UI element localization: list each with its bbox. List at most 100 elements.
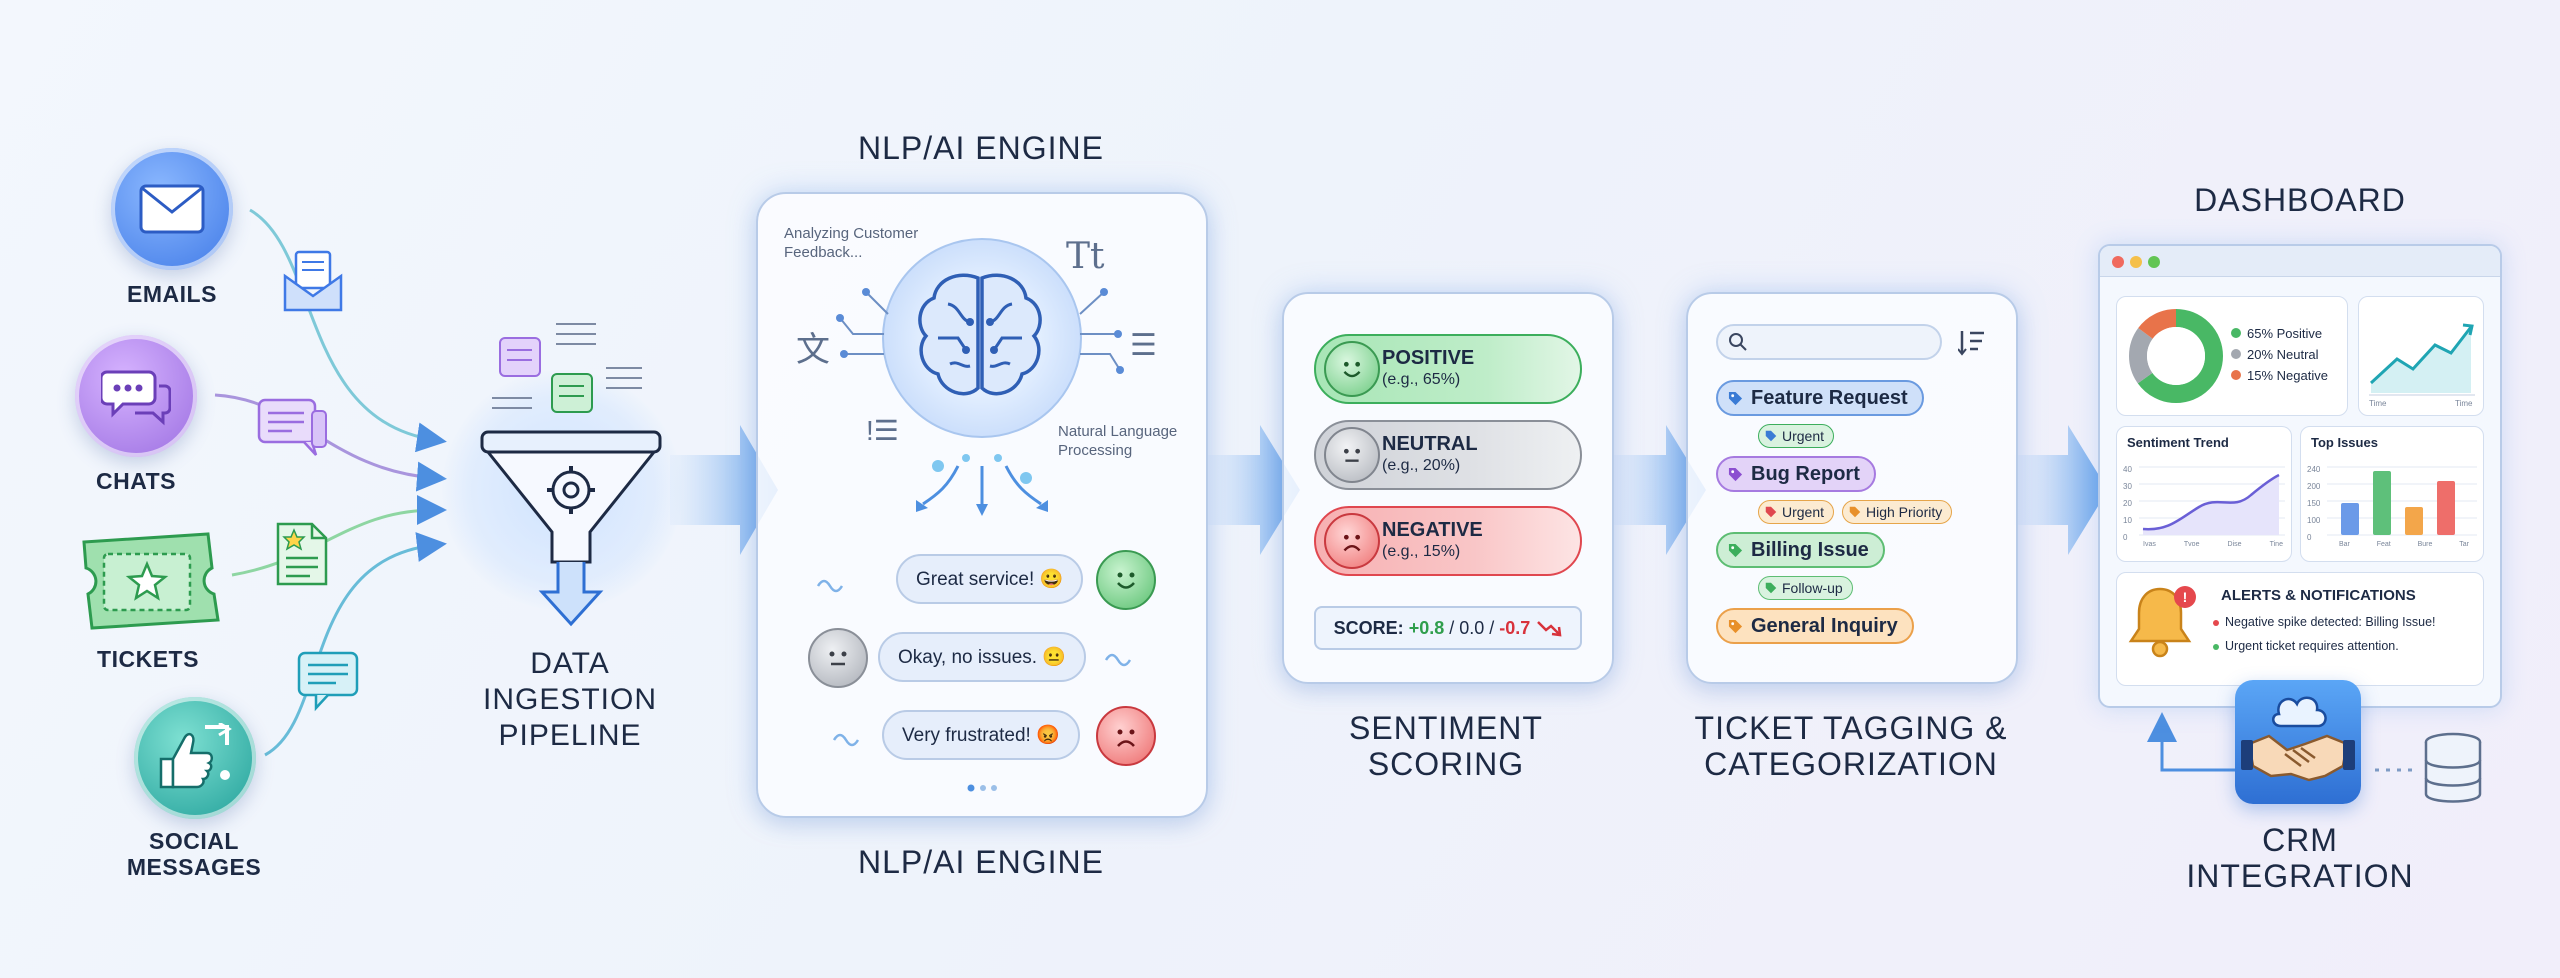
arrow-sentiment-to-tagging: [1612, 425, 1706, 555]
arrow-nlp-to-sentiment: [1208, 425, 1300, 555]
envelope-open-icon: [282, 248, 344, 319]
nlp-title-top: NLP/AI ENGINE: [858, 130, 1104, 166]
tickets-label: TICKETS: [97, 646, 199, 672]
neutral-label: NEUTRAL: [1382, 433, 1478, 455]
mini-line-chart: [2369, 323, 2475, 396]
bell-icon: !: [2127, 583, 2197, 668]
tag-icon: [1728, 619, 1743, 633]
line-axis-right: Time: [2455, 399, 2473, 408]
nlp-engine-panel: Analyzing Customer Feedback... Tt 文 ☰ !☰…: [756, 192, 1208, 818]
tag-icon: [1765, 430, 1777, 442]
tag-icon: [1765, 582, 1777, 594]
score-negative: -0.7: [1499, 617, 1531, 638]
tagging-panel: Feature Request Urgent Bug Report Urgent…: [1686, 292, 2018, 684]
message-bubble-positive: Great service! 😀: [896, 554, 1084, 604]
crm-line1: CRM: [2262, 822, 2338, 858]
ingestion-title: DATA INGESTION PIPELINE: [440, 646, 700, 754]
donut-slice-neutral: [2129, 309, 2223, 403]
social-messages-source-icon: [134, 697, 256, 819]
tag-bug-report[interactable]: Bug Report: [1716, 456, 1876, 492]
positive-face-icon: [1324, 341, 1380, 397]
subtag-follow-up[interactable]: Follow-up: [1758, 576, 1853, 600]
neutral-pill: NEUTRAL (e.g., 20%): [1314, 420, 1582, 490]
trend-line-chart: [2139, 466, 2285, 536]
dashboard-window: 65% Positive 20% Neutral 15% Negative Ti…: [2098, 244, 2502, 708]
analyzing-line1: Analyzing Customer: [784, 225, 919, 242]
alert-item-1: Negative spike detected: Billing Issue!: [2213, 615, 2436, 629]
issue-bar-2: [2373, 471, 2391, 535]
message-icon: [296, 650, 360, 717]
alerts-title: ALERTS & NOTIFICATIONS: [2221, 587, 2416, 604]
happy-face-icon: [1096, 550, 1156, 610]
search-icon: [1729, 333, 1747, 351]
tag-icon: [1765, 506, 1777, 518]
tag-search-input[interactable]: [1716, 324, 1942, 360]
chats-label: CHATS: [95, 468, 176, 494]
negative-detail: (e.g., 15%): [1382, 543, 1461, 560]
emails-source-icon: [111, 148, 233, 270]
translate-icon: 文: [796, 331, 830, 369]
tagging-title-line1: TICKET TAGGING &: [1694, 710, 2008, 746]
analyzing-line2: Feedback...: [784, 244, 863, 261]
crm-title: CRM INTEGRATION: [2140, 822, 2460, 894]
crm-handshake-icon[interactable]: [2235, 680, 2361, 804]
arrow-ingestion-to-nlp: [670, 425, 778, 555]
sentiment-title-line2: SCORING: [1367, 746, 1525, 782]
sentiment-title: SENTIMENT SCORING: [1282, 710, 1610, 782]
chats-source-icon: [75, 335, 197, 457]
sentiment-title-line1: SENTIMENT: [1349, 710, 1543, 746]
donut-legend: 65% Positive 20% Neutral 15% Negative: [2231, 323, 2328, 386]
nlp-title-bottom: NLP/AI ENGINE: [858, 844, 1104, 880]
tag-icon: [1728, 391, 1743, 405]
negative-face-icon: [1324, 513, 1380, 569]
message-bubble-negative: Very frustrated! 😡: [882, 710, 1080, 760]
score-label: SCORE:: [1333, 617, 1404, 638]
line-chart-card: Time Time: [2358, 296, 2484, 416]
exclamation-list-icon: !☰: [866, 415, 899, 446]
issue-bar-3: [2405, 507, 2423, 535]
issue-bar-1: [2341, 503, 2359, 535]
alert-item-2: Urgent ticket requires attention.: [2213, 639, 2399, 653]
brain-network-lines: [836, 288, 1124, 516]
sentiment-trend-title: Sentiment Trend: [2127, 435, 2229, 450]
tag-feature-request[interactable]: Feature Request: [1716, 380, 1924, 416]
tag-general-inquiry[interactable]: General Inquiry: [1716, 608, 1914, 644]
trend-down-icon: [1537, 621, 1562, 637]
score-neutral: / 0.0 /: [1449, 617, 1495, 638]
text-size-icon: Tt: [1066, 236, 1105, 277]
positive-detail: (e.g., 65%): [1382, 371, 1461, 388]
subtag-high-priority[interactable]: High Priority: [1842, 500, 1953, 524]
subtag-urgent-1[interactable]: Urgent: [1758, 424, 1835, 448]
top-issues-title: Top Issues: [2311, 435, 2378, 450]
score-positive: +0.8: [1408, 617, 1445, 638]
subtag-urgent-2[interactable]: Urgent: [1758, 500, 1835, 524]
legend-positive: 65% Positive: [2231, 323, 2328, 344]
minimize-dot-icon[interactable]: [2130, 256, 2142, 268]
database-icon: [2422, 732, 2484, 811]
sort-icon[interactable]: [1958, 327, 1988, 357]
squiggle-decorations: [816, 579, 1132, 792]
ingestion-line1: DATA: [530, 647, 610, 680]
positive-label: POSITIVE: [1382, 347, 1475, 369]
dashboard-title: DASHBOARD: [2194, 182, 2406, 218]
nlp-caption: Natural Language Processing: [1058, 422, 1177, 460]
issue-bar-4: [2437, 481, 2455, 535]
neutral-face-icon-2: [1324, 427, 1380, 483]
social-line1: SOCIAL: [149, 828, 239, 854]
tag-icon: [1849, 506, 1861, 518]
issues-bar-chart: [2327, 466, 2477, 536]
donut-slice-negative: [2129, 309, 2223, 403]
nlp-caption-line1: Natural Language: [1058, 423, 1178, 440]
maximize-dot-icon[interactable]: [2148, 256, 2160, 268]
svg-text:!: !: [2183, 589, 2188, 605]
close-dot-icon[interactable]: [2112, 256, 2124, 268]
tag-icon: [1728, 467, 1743, 481]
tag-billing-issue[interactable]: Billing Issue: [1716, 532, 1885, 568]
legend-negative: 15% Negative: [2231, 365, 2328, 386]
negative-pill: NEGATIVE (e.g., 15%): [1314, 506, 1582, 576]
tagging-title-line2: CATEGORIZATION: [1704, 746, 1998, 782]
